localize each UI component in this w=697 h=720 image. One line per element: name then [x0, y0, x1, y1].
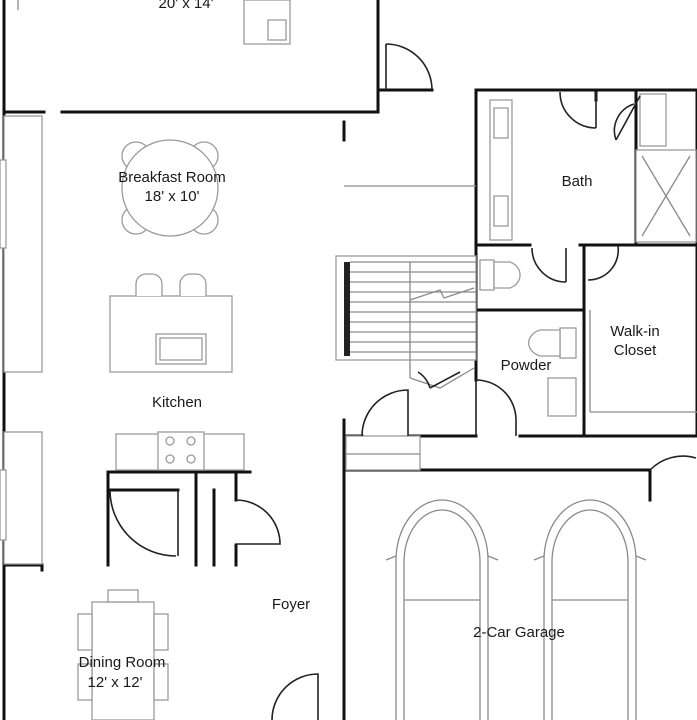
dining-room-name: Dining Room — [79, 654, 166, 671]
powder-label: Powder — [501, 357, 552, 374]
powder-toilet — [528, 327, 577, 359]
garage-cars — [385, 499, 647, 720]
stair-treads — [350, 261, 476, 353]
closet-label-line1: Walk-in — [610, 323, 659, 340]
garage-label: 2-Car Garage — [473, 624, 565, 641]
room-labels: 20' x 14' Breakfast Room 18' x 10' Kitch… — [79, 0, 660, 691]
bath-label: Bath — [562, 173, 593, 190]
breakfast-room-name: Breakfast Room — [118, 169, 226, 186]
breakfast-room-dims: 18' x 10' — [145, 188, 200, 205]
closet-label-line2: Closet — [614, 342, 657, 359]
foyer-label: Foyer — [272, 596, 310, 613]
great-room-dims: 20' x 14' — [159, 0, 214, 12]
dining-room-dims: 12' x 12' — [88, 674, 143, 691]
bath-toilet — [479, 259, 521, 291]
doors — [109, 43, 697, 720]
kitchen-label: Kitchen — [152, 394, 202, 411]
